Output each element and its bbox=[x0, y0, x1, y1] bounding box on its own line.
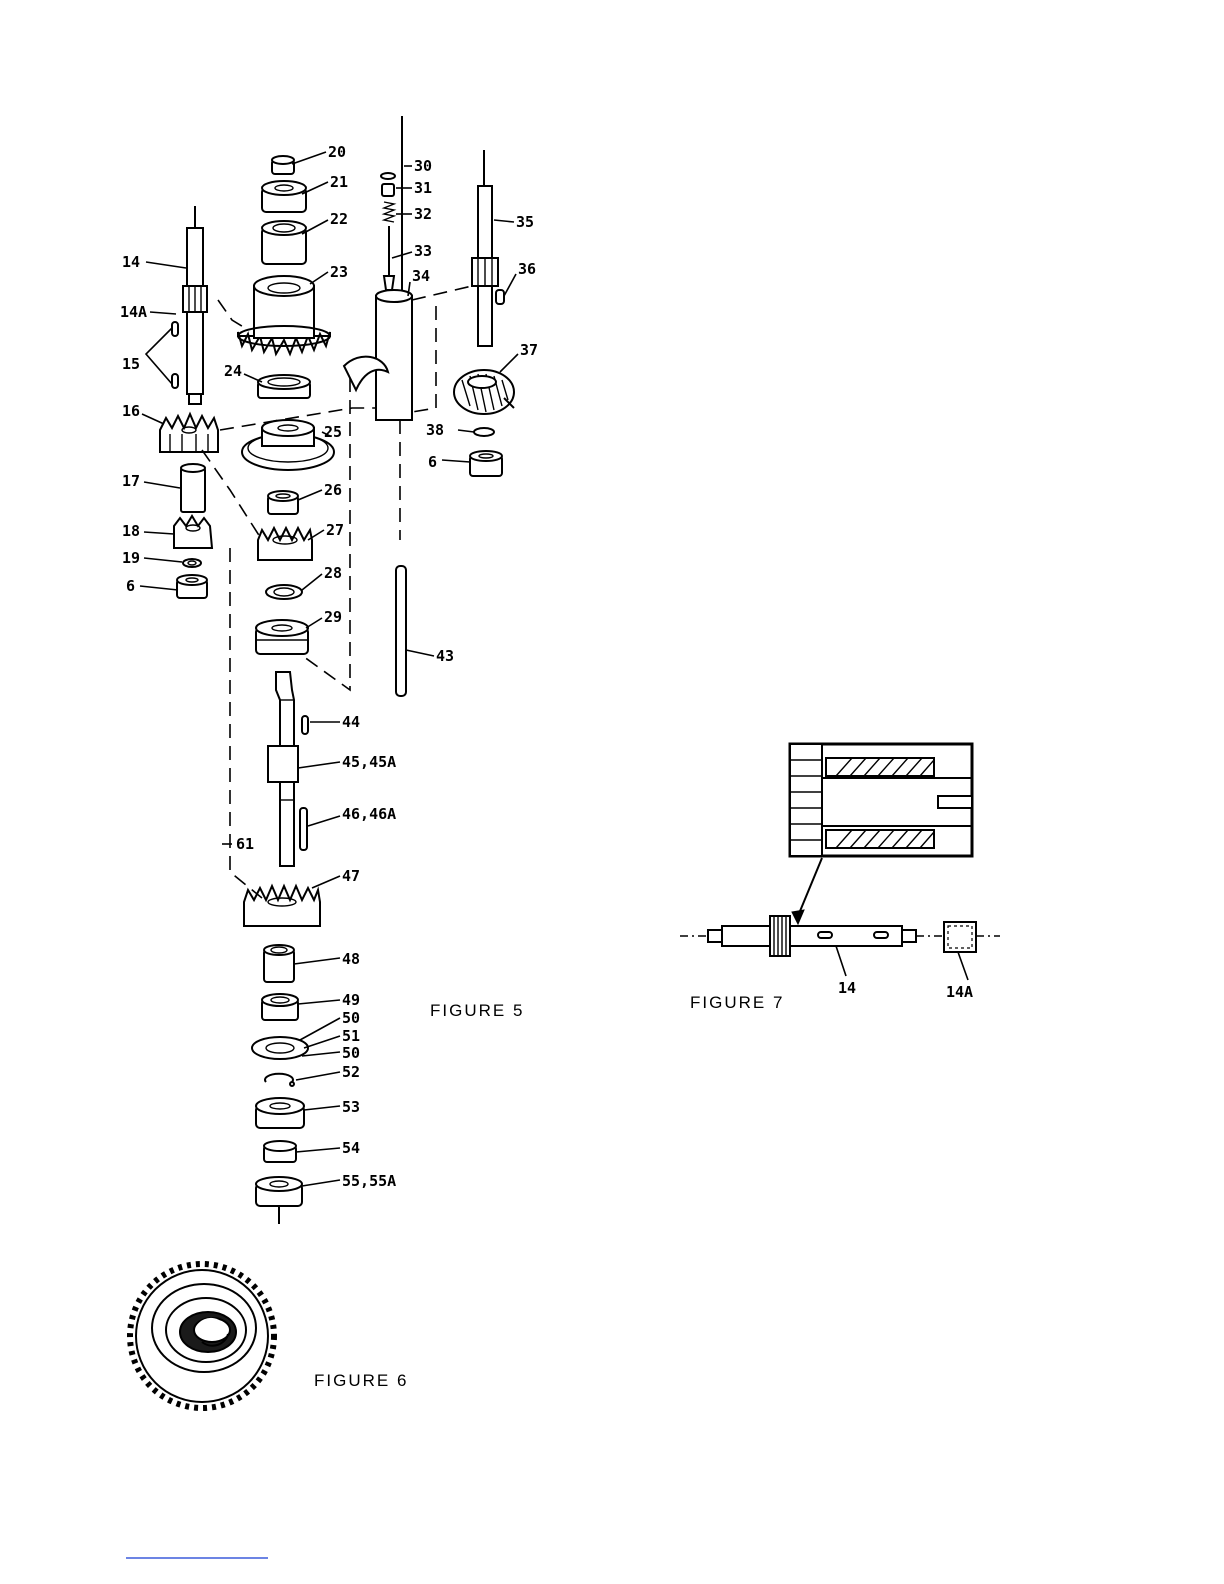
callout-6-right: 6 bbox=[428, 453, 437, 471]
bearing-22 bbox=[262, 221, 306, 264]
cap-20 bbox=[272, 156, 294, 174]
callout-14: 14 bbox=[122, 253, 140, 271]
callout-14a: 14A bbox=[120, 303, 147, 321]
callout-48: 48 bbox=[342, 950, 360, 968]
snap-ring-52 bbox=[265, 1074, 294, 1086]
callout-21: 21 bbox=[330, 173, 348, 191]
gear-18 bbox=[174, 516, 212, 548]
callout-61: 61 bbox=[236, 835, 254, 853]
callout-27: 27 bbox=[326, 521, 344, 539]
callout-25: 25 bbox=[324, 423, 342, 441]
callout-51: 51 bbox=[342, 1027, 360, 1045]
callout-31: 31 bbox=[414, 179, 432, 197]
figure5-caption: FIGURE 5 bbox=[430, 1001, 524, 1020]
callout-50-top: 50 bbox=[342, 1009, 360, 1027]
bearing-6-right bbox=[470, 451, 502, 476]
callout-29: 29 bbox=[324, 608, 342, 626]
bearing-21 bbox=[262, 181, 306, 212]
figure7-caption: FIGURE 7 bbox=[690, 993, 784, 1012]
gear-37 bbox=[454, 370, 514, 414]
callout-36: 36 bbox=[518, 260, 536, 278]
callout-28: 28 bbox=[324, 564, 342, 582]
ring-24 bbox=[258, 375, 310, 398]
callout-53: 53 bbox=[342, 1098, 360, 1116]
callout-19: 19 bbox=[122, 549, 140, 567]
callout-52: 52 bbox=[342, 1063, 360, 1081]
bearing-49 bbox=[262, 994, 298, 1020]
gear-23 bbox=[238, 276, 330, 354]
callout-30: 30 bbox=[414, 157, 432, 175]
clutch-29 bbox=[256, 620, 308, 654]
bushing-54 bbox=[264, 1141, 296, 1162]
assembly-guide-lines bbox=[202, 286, 472, 898]
callout-45: 45,45A bbox=[342, 753, 396, 771]
callout-33: 33 bbox=[414, 242, 432, 260]
callout-54: 54 bbox=[342, 1139, 360, 1157]
callout-44: 44 bbox=[342, 713, 360, 731]
bearing-55 bbox=[256, 1177, 302, 1224]
callout-18: 18 bbox=[122, 522, 140, 540]
callout-38: 38 bbox=[426, 421, 444, 439]
callout-16: 16 bbox=[122, 402, 140, 420]
figure7-detail-view: 14 14A FIGURE 7 bbox=[680, 744, 1000, 1012]
figure6-caption: FIGURE 6 bbox=[314, 1371, 408, 1390]
bushing-26 bbox=[268, 491, 298, 514]
shift-fork-assembly bbox=[344, 116, 412, 696]
callout-43: 43 bbox=[436, 647, 454, 665]
shaft-14-assembly bbox=[172, 206, 207, 404]
callout-50-bottom: 50 bbox=[342, 1044, 360, 1062]
sleeve-48 bbox=[264, 945, 294, 982]
callout-46: 46,46A bbox=[342, 805, 396, 823]
callout-35: 35 bbox=[516, 213, 534, 231]
main-shaft bbox=[268, 672, 308, 866]
callout-23: 23 bbox=[330, 263, 348, 281]
callout-6-left: 6 bbox=[126, 577, 135, 595]
bearing-53 bbox=[256, 1098, 304, 1128]
callout-37: 37 bbox=[520, 341, 538, 359]
gear-27 bbox=[258, 528, 312, 560]
ring-19 bbox=[183, 559, 201, 567]
gear-16 bbox=[160, 414, 218, 452]
figure7-callout-14: 14 bbox=[838, 979, 856, 997]
callout-24: 24 bbox=[224, 362, 242, 380]
sleeve-17 bbox=[181, 464, 205, 512]
washer-50-51 bbox=[252, 1037, 308, 1059]
shaft-35-assembly bbox=[472, 150, 504, 346]
figure6-gear-illustration: FIGURE 6 bbox=[130, 1264, 408, 1408]
callout-22: 22 bbox=[330, 210, 348, 228]
figure7-callout-14a: 14A bbox=[946, 983, 973, 1001]
callout-20: 20 bbox=[328, 143, 346, 161]
callout-34: 34 bbox=[412, 267, 430, 285]
callout-15: 15 bbox=[122, 355, 140, 373]
bearing-6-left bbox=[177, 575, 207, 598]
callout-26: 26 bbox=[324, 481, 342, 499]
callout-55: 55,55A bbox=[342, 1172, 396, 1190]
ring-38 bbox=[474, 428, 494, 436]
callout-47: 47 bbox=[342, 867, 360, 885]
washer-28 bbox=[266, 585, 302, 599]
callout-49: 49 bbox=[342, 991, 360, 1009]
callout-32: 32 bbox=[414, 205, 432, 223]
bevel-gear-25 bbox=[242, 420, 334, 470]
callout-17: 17 bbox=[122, 472, 140, 490]
